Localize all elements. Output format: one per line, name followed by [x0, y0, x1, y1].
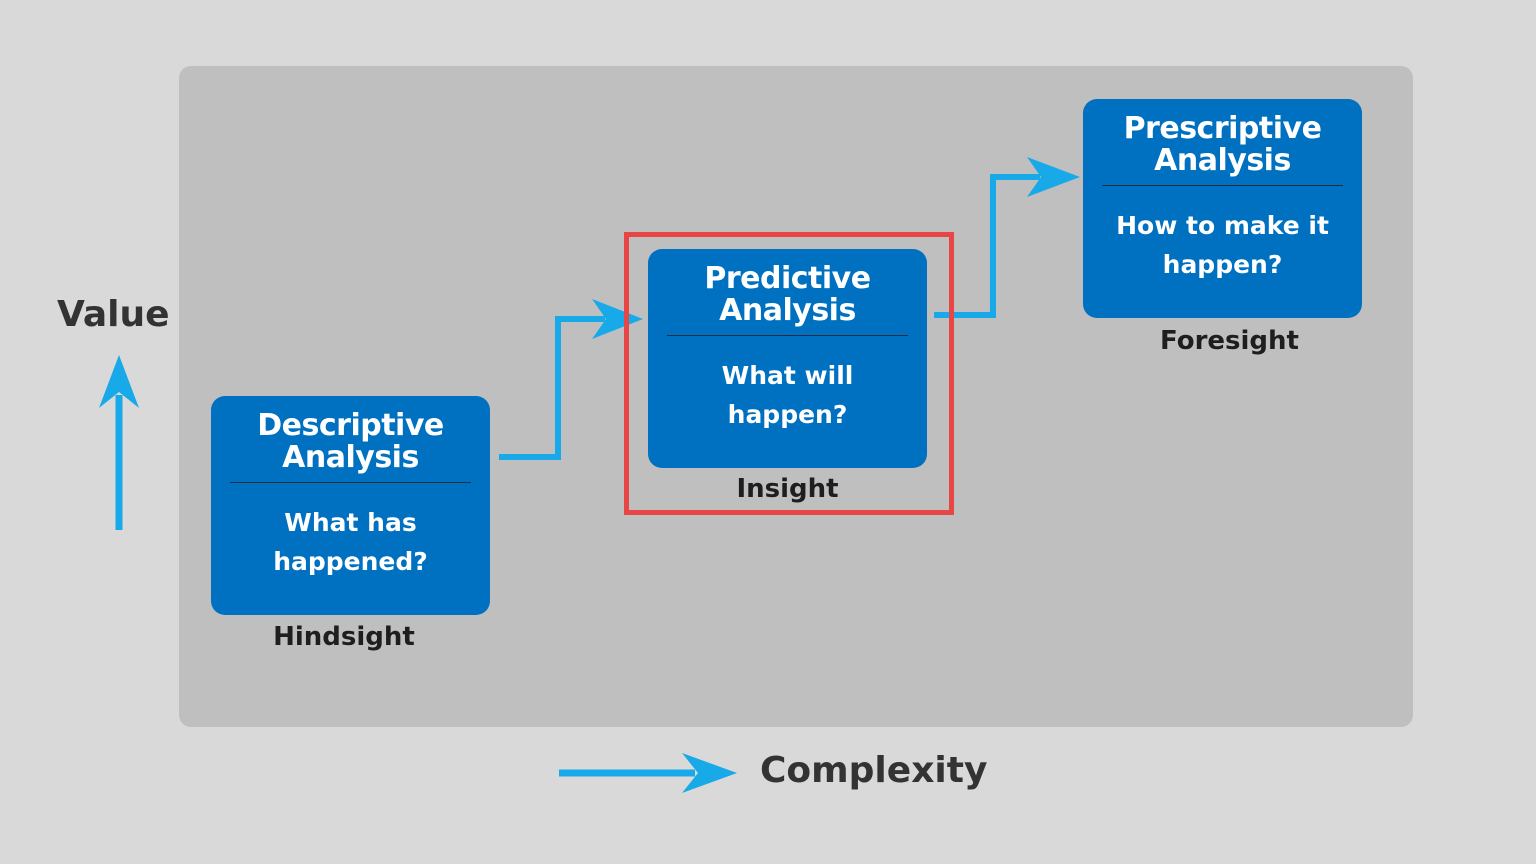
divider	[667, 335, 908, 336]
title-line: Predictive	[704, 261, 871, 296]
box-title: Descriptive Analysis	[211, 396, 490, 474]
title-line: Analysis	[282, 440, 419, 475]
question-line: happened?	[273, 547, 428, 576]
divider	[1102, 185, 1343, 186]
box-title: Prescriptive Analysis	[1083, 99, 1362, 177]
box-question: How to make it happen?	[1083, 206, 1362, 284]
title-line: Descriptive	[257, 408, 444, 443]
prescriptive-analysis-box: Prescriptive Analysis How to make it hap…	[1083, 99, 1362, 318]
question-line: What has	[284, 508, 417, 537]
complexity-axis-arrow	[559, 753, 737, 793]
complexity-axis-label: Complexity	[760, 750, 988, 791]
question-line: happen?	[727, 400, 848, 429]
question-line: happen?	[1162, 250, 1283, 279]
divider	[230, 482, 471, 483]
descriptive-analysis-box: Descriptive Analysis What has happened?	[211, 396, 490, 615]
question-line: How to make it	[1116, 211, 1329, 240]
box-question: What will happen?	[648, 356, 927, 434]
question-line: What will	[721, 361, 854, 390]
box-title: Predictive Analysis	[648, 249, 927, 327]
predictive-analysis-box: Predictive Analysis What will happen?	[648, 249, 927, 468]
value-axis-label: Value	[57, 294, 170, 335]
value-axis-arrow	[99, 355, 139, 530]
box-question: What has happened?	[211, 503, 490, 581]
title-line: Prescriptive	[1123, 111, 1322, 146]
foresight-label: Foresight	[1160, 326, 1299, 356]
highlight-frame	[624, 232, 954, 515]
insight-label: Insight	[736, 474, 839, 504]
title-line: Analysis	[1154, 143, 1291, 178]
title-line: Analysis	[719, 293, 856, 328]
hindsight-label: Hindsight	[273, 622, 415, 652]
